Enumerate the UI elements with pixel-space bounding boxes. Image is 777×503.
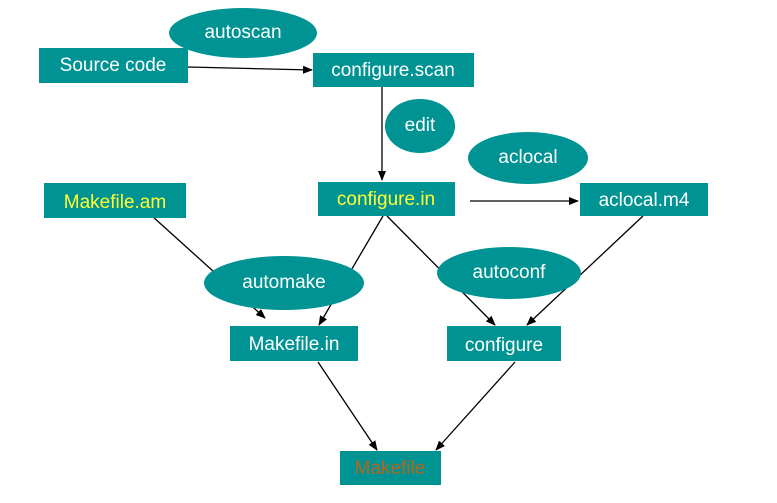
tool-autoconf-label: autoconf xyxy=(473,262,547,283)
node-aclocal-m4-label: aclocal.m4 xyxy=(599,190,690,211)
edge-source-to-configure-scan xyxy=(187,65,313,74)
tool-automake: automake xyxy=(204,256,364,310)
node-makefile-label: Makefile xyxy=(355,458,426,479)
node-configure-scan-label: configure.scan xyxy=(331,60,455,81)
node-makefile-am: Makefile.am xyxy=(44,183,186,218)
tool-edit: edit xyxy=(385,99,455,153)
tool-autoscan: autoscan xyxy=(169,8,317,58)
tool-autoconf: autoconf xyxy=(437,247,581,299)
node-aclocal-m4: aclocal.m4 xyxy=(580,183,708,216)
tool-automake-label: automake xyxy=(242,272,325,293)
edge-aclocal-m4-to-configure xyxy=(526,215,644,326)
node-makefile-in: Makefile.in xyxy=(230,326,358,361)
tool-edit-label: edit xyxy=(405,115,436,136)
tool-aclocal-label: aclocal xyxy=(498,147,557,168)
node-configure-in-label: configure.in xyxy=(337,189,435,210)
tool-ellipses: autoscan edit aclocal automake autoconf xyxy=(169,8,588,310)
edge-makefile-in-to-makefile xyxy=(317,361,378,451)
node-configure-label: configure xyxy=(465,335,543,356)
node-makefile: Makefile xyxy=(340,451,441,485)
node-configure-in: configure.in xyxy=(318,182,455,216)
tool-autoscan-label: autoscan xyxy=(204,22,281,43)
node-source-code: Source code xyxy=(39,48,188,83)
tool-aclocal: aclocal xyxy=(468,132,588,184)
node-configure-scan: configure.scan xyxy=(313,53,474,87)
node-configure: configure xyxy=(447,326,561,361)
node-makefile-in-label: Makefile.in xyxy=(249,334,340,355)
edge-configure-to-makefile xyxy=(435,361,516,451)
node-makefile-am-label: Makefile.am xyxy=(64,192,166,213)
file-nodes: Source code configure.scan configure.in … xyxy=(39,48,708,485)
node-source-code-label: Source code xyxy=(60,55,167,76)
